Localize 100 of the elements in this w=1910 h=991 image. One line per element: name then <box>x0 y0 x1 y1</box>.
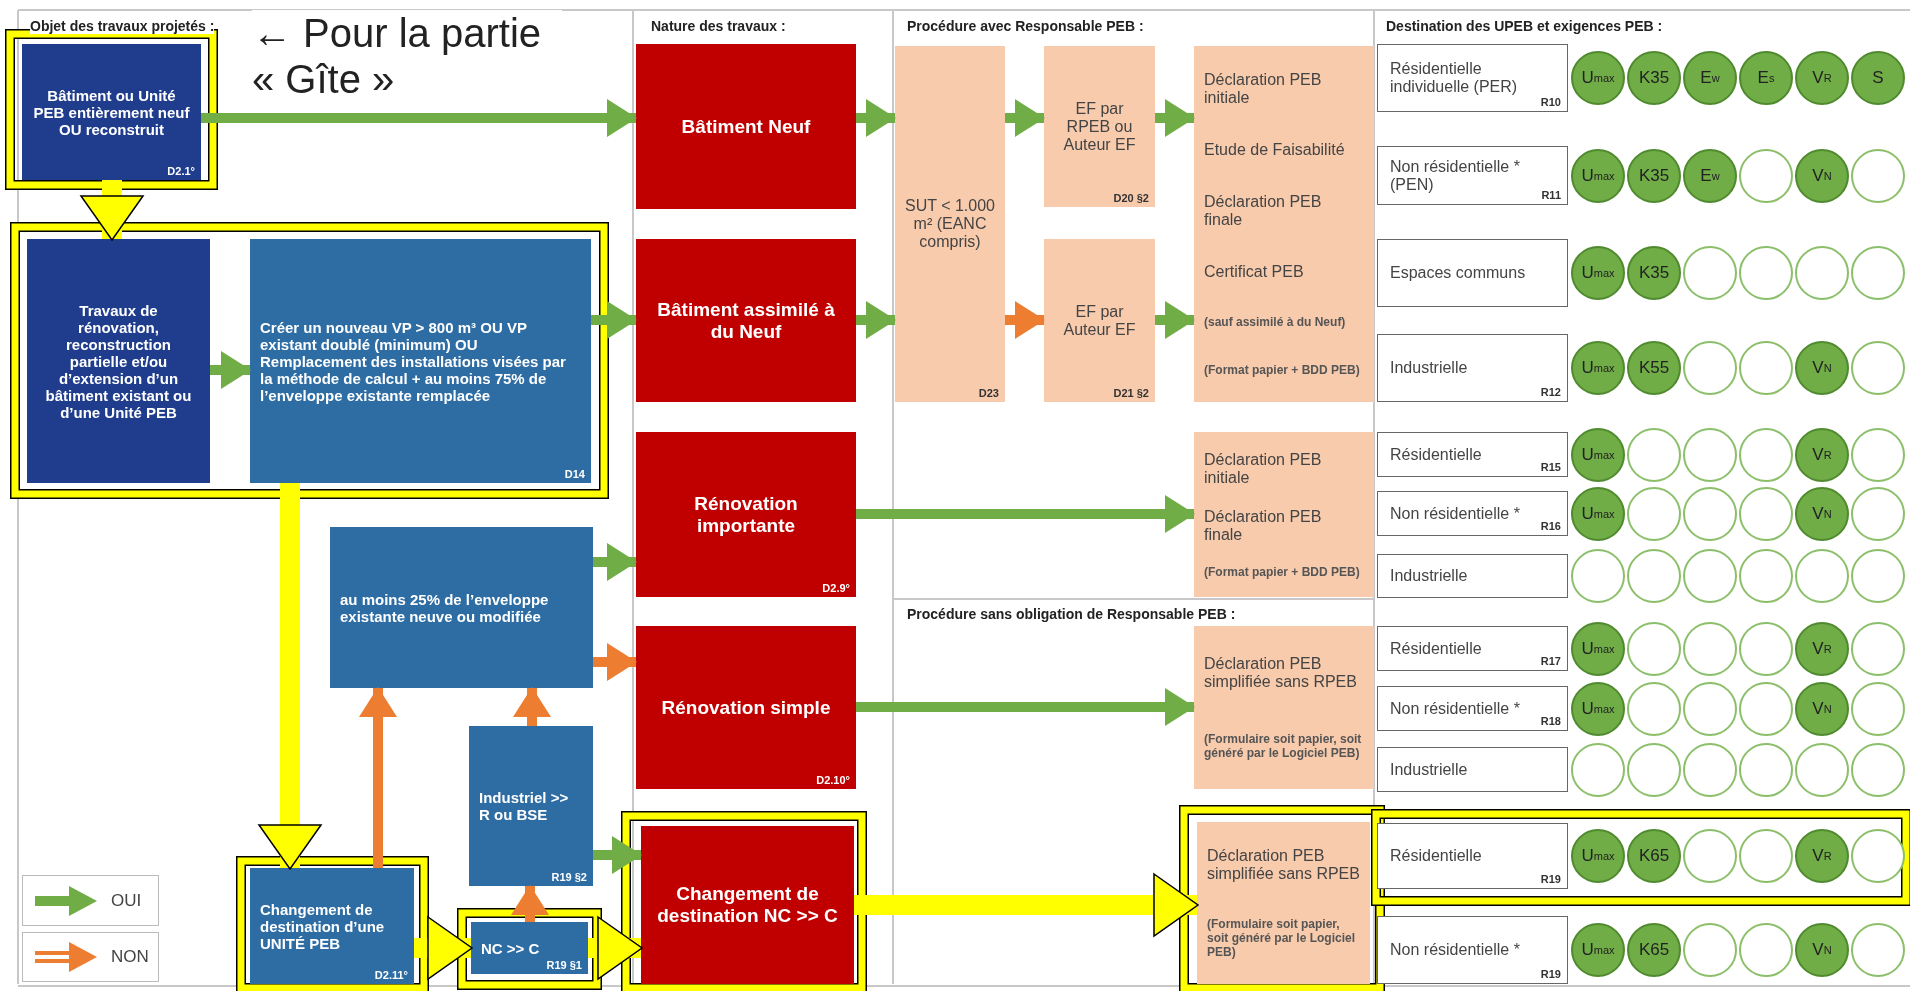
box-text: Rénovation importante <box>693 492 799 537</box>
destination-box <box>1377 823 1568 889</box>
box-text: Non résidentielle * <box>1390 941 1521 959</box>
destination-box <box>1377 626 1568 671</box>
reference-code: D2.1° <box>167 165 195 177</box>
box-text: Déclaration PEB finale <box>1204 193 1323 229</box>
empty-circle <box>1627 621 1681 676</box>
process-box <box>636 239 856 402</box>
empty-circle <box>1683 681 1737 736</box>
process-box <box>636 44 856 209</box>
reference-code: R19 §2 <box>551 871 587 883</box>
empty-circle <box>1739 829 1793 883</box>
arrow <box>856 301 896 339</box>
destination-box <box>1377 239 1568 307</box>
process-box <box>641 826 854 984</box>
box-text: Travaux de rénovation, reconstruction partielle et/ou d’extension d’un bâtiment existant ou d’une Unité PEB <box>44 301 193 421</box>
box-text: Bâtiment assimilé à du Neuf <box>656 298 836 343</box>
reference-code: R10 <box>1540 96 1561 108</box>
empty-circle <box>1795 549 1849 603</box>
requirement-circle: K35 <box>1627 51 1681 105</box>
arrow <box>80 180 144 241</box>
arrow <box>513 687 551 726</box>
reference-code: R19 §1 <box>546 959 582 971</box>
box-text: Résidentielle <box>1390 445 1483 464</box>
box-text: Résidentielle individuelle (PER) <box>1390 60 1519 96</box>
process-box <box>27 239 210 483</box>
box-text: NC >> C <box>481 939 541 957</box>
process-box <box>895 46 1005 402</box>
arrow <box>1005 301 1045 339</box>
reference-code: D14 <box>564 468 585 480</box>
empty-circle <box>1627 681 1681 736</box>
empty-circle <box>1683 486 1737 541</box>
destination-box <box>1377 747 1568 792</box>
box-text: Résidentielle <box>1390 847 1483 865</box>
box-text: Changement de destination NC >> C <box>656 883 839 927</box>
arrow <box>593 836 642 874</box>
destination-box <box>1377 44 1568 112</box>
note-text: (Formulaire soit papier, soit généré par le Logiciel PEB) <box>1204 732 1363 761</box>
empty-circle <box>1851 486 1905 541</box>
empty-circle <box>1627 486 1681 541</box>
arrow <box>856 99 896 137</box>
empty-circle <box>1683 427 1737 482</box>
empty-circle <box>1851 427 1905 482</box>
process-box <box>636 432 856 597</box>
reference-code: D2.9° <box>822 582 850 594</box>
box-text: Industriel >> R ou BSE <box>479 789 570 823</box>
box-text: Industrielle <box>1390 760 1469 779</box>
empty-circle <box>1739 148 1793 203</box>
box-text: Non résidentielle * <box>1390 504 1521 523</box>
box-text: Bâtiment Neuf <box>680 115 812 138</box>
box-text: EF par Auteur EF <box>1062 302 1137 339</box>
process-box <box>22 44 201 180</box>
empty-circle <box>1851 923 1905 977</box>
empty-circle <box>1795 246 1849 300</box>
empty-circle <box>1851 246 1905 300</box>
empty-circle <box>1683 742 1737 797</box>
empty-circle <box>1683 923 1737 977</box>
empty-circle <box>1739 341 1793 395</box>
empty-circle <box>1739 742 1793 797</box>
empty-circle <box>1739 681 1793 736</box>
arrow <box>1155 301 1195 339</box>
empty-circle <box>1795 742 1849 797</box>
arrow <box>593 543 637 581</box>
empty-circle <box>1627 742 1681 797</box>
legend-text: OUI <box>111 890 142 911</box>
box-text: Déclaration PEB initiale <box>1204 450 1323 487</box>
empty-circle <box>1683 341 1737 395</box>
process-box <box>1194 46 1374 402</box>
box-text: SUT < 1.000 m² (EANC compris) <box>905 197 995 251</box>
arrow <box>210 351 251 389</box>
empty-circle <box>1683 246 1737 300</box>
requirement-circle: K55 <box>1627 341 1681 395</box>
note-text: (Formulaire soit papier, soit généré par le Logiciel PEB) <box>1207 917 1357 959</box>
box-text: Déclaration PEB simplifiée sans RPEB <box>1204 654 1358 691</box>
note-text: (sauf assimilé à du Neuf) <box>1204 315 1347 329</box>
empty-circle <box>1739 621 1793 676</box>
empty-circle <box>1627 427 1681 482</box>
process-box <box>1044 46 1155 207</box>
process-box <box>1197 822 1370 984</box>
arrow <box>588 916 643 980</box>
empty-circle <box>1739 486 1793 541</box>
process-box <box>1044 239 1155 402</box>
box-text: Déclaration PEB simplifiée sans RPEB <box>1207 847 1360 883</box>
column-heading: Nature des travaux : <box>651 18 786 34</box>
box-text: Espaces communs <box>1390 264 1527 282</box>
box-text: Certificat PEB <box>1204 263 1305 281</box>
destination-box <box>1377 334 1568 402</box>
process-box <box>636 626 856 789</box>
empty-circle <box>1851 148 1905 203</box>
empty-circle <box>1683 549 1737 603</box>
empty-circle <box>1683 829 1737 883</box>
empty-circle <box>1739 549 1793 603</box>
process-box <box>1194 626 1374 789</box>
box-text: Industrielle <box>1390 359 1469 377</box>
empty-circle <box>1683 621 1737 676</box>
note-text: (Format papier + BDD PEB) <box>1204 363 1361 377</box>
reference-code: R19 <box>1540 873 1561 885</box>
process-box <box>469 726 593 886</box>
reference-code: R15 <box>1540 461 1561 473</box>
box-text: Industrielle <box>1390 567 1469 585</box>
